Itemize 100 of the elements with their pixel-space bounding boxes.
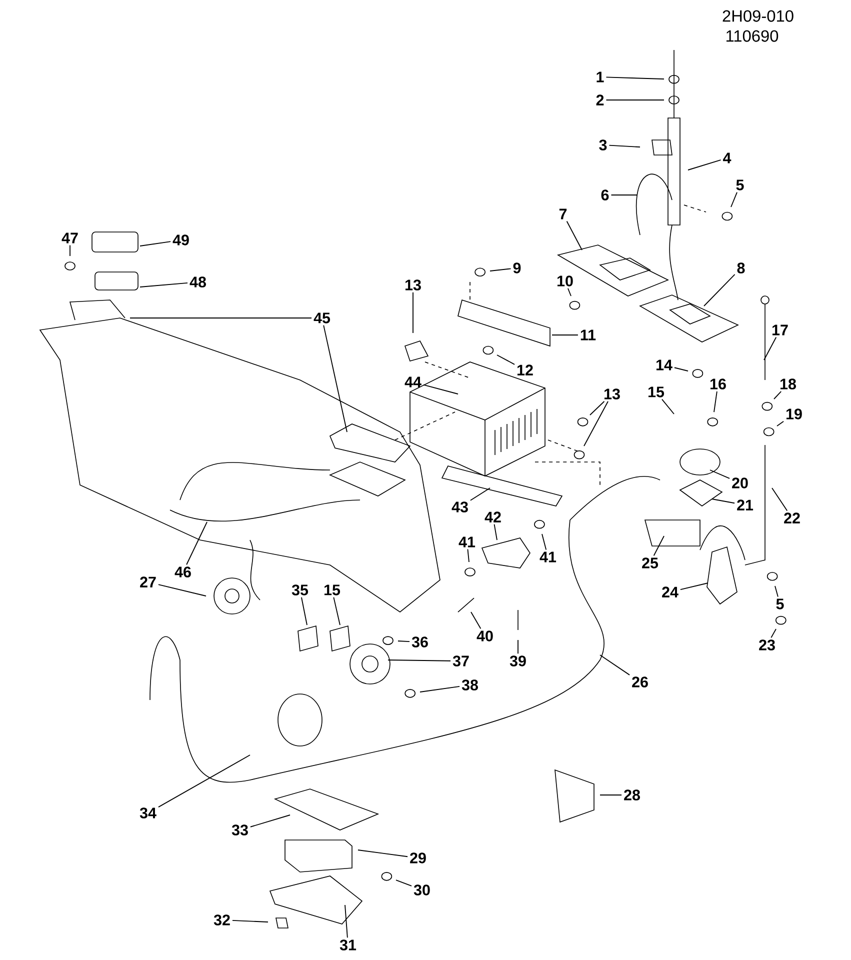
leader-line — [301, 596, 308, 626]
callout-number: 25 — [642, 558, 658, 568]
callout-number: 42 — [484, 512, 501, 522]
callout-number: 30 — [414, 884, 430, 896]
callout-number: 10 — [557, 276, 573, 286]
leader-line — [772, 488, 788, 512]
callout-number: 29 — [410, 852, 426, 864]
leader-line — [774, 390, 782, 400]
leader-line — [770, 628, 776, 638]
callout-number: 31 — [340, 940, 356, 950]
leader-line — [344, 904, 348, 938]
drawing-number: 2H09-010 — [722, 10, 794, 22]
leader-line — [140, 241, 171, 246]
callout-number: 20 — [732, 478, 748, 488]
leader-line — [680, 582, 708, 590]
callout-number: 5 — [776, 598, 784, 610]
callout-number: 28 — [624, 790, 640, 800]
leader-line — [710, 470, 730, 479]
callout-number: 13 — [405, 280, 421, 290]
callout-number: 38 — [462, 680, 478, 690]
leader-line — [494, 524, 498, 540]
leader-line — [552, 334, 578, 336]
callout-number: 43 — [452, 502, 468, 512]
callout-number: 47 — [62, 232, 78, 244]
callout-number: 15 — [324, 584, 340, 596]
leader-line — [323, 324, 348, 432]
callout-number: 9 — [513, 262, 521, 274]
callout-number: 23 — [759, 640, 775, 650]
callout-number: 13 — [604, 388, 620, 400]
callout-number: 2 — [596, 94, 604, 106]
leader-line — [398, 640, 410, 642]
leader-line — [470, 488, 490, 501]
callout-number: 21 — [737, 500, 754, 510]
callout-number: 32 — [214, 914, 230, 926]
callout-number: 6 — [601, 190, 609, 200]
leader-line — [653, 536, 664, 556]
callout-number: 49 — [172, 234, 189, 246]
callout-number: 12 — [517, 364, 533, 376]
callout-number: 11 — [580, 330, 596, 340]
callout-number: 41 — [540, 552, 556, 562]
callout-number: 37 — [452, 656, 469, 666]
leader-line — [490, 268, 512, 272]
callout-number: 15 — [648, 386, 664, 398]
leader-line — [674, 367, 688, 372]
callout-number: 17 — [772, 324, 788, 336]
leader-line — [600, 794, 622, 796]
leader-line — [358, 850, 408, 858]
leader-line — [250, 814, 290, 828]
callout-number: 24 — [662, 586, 678, 598]
leader-line — [496, 354, 515, 365]
callout-number: 39 — [510, 656, 526, 666]
leader-line — [662, 398, 674, 414]
callout-number: 26 — [632, 676, 648, 688]
callout-number: 40 — [476, 630, 493, 642]
leader-line — [333, 596, 340, 626]
callout-number: 41 — [458, 536, 476, 548]
leader-line — [776, 420, 784, 426]
callout-number: 46 — [174, 566, 191, 578]
leader-line — [396, 880, 412, 886]
callout-number: 27 — [140, 576, 156, 588]
leader-line — [542, 534, 547, 550]
leader-line — [610, 194, 638, 196]
callout-number: 34 — [140, 808, 156, 818]
callout-number: 16 — [710, 378, 726, 390]
callout-number: 5 — [736, 180, 744, 190]
callout-number: 44 — [404, 376, 422, 388]
leader-line — [420, 686, 460, 692]
leader-line — [158, 584, 206, 596]
leader-line — [730, 192, 738, 208]
leader-line — [704, 274, 736, 306]
leader-line — [712, 498, 735, 504]
leader-line — [606, 76, 664, 80]
leader-line — [688, 159, 722, 170]
leader-line — [232, 920, 268, 922]
leader-line — [467, 548, 470, 562]
callout-number: 35 — [292, 584, 308, 596]
callout-number: 7 — [559, 208, 567, 220]
leader-line — [470, 612, 482, 630]
leader-line — [608, 144, 640, 148]
callout-number: 18 — [780, 378, 796, 390]
leader-line — [186, 522, 208, 566]
callout-number: 1 — [596, 72, 604, 82]
callout-number: 48 — [190, 276, 206, 288]
callout-number: 45 — [314, 312, 330, 324]
leader-line — [764, 336, 777, 360]
leader-line — [774, 586, 778, 598]
leader-line — [584, 400, 608, 446]
leader-line — [158, 754, 250, 808]
callout-number: 14 — [656, 360, 672, 370]
callout-number: 3 — [599, 140, 607, 150]
callout-number: 36 — [412, 636, 428, 648]
leader-line — [412, 292, 414, 334]
leader-line — [140, 282, 188, 288]
drawing-number: 110690 — [726, 30, 778, 42]
leader-line — [590, 400, 605, 416]
callout-number: 8 — [737, 262, 745, 274]
callout-number: 4 — [723, 152, 732, 164]
leader-line — [423, 384, 458, 394]
leader-line — [567, 288, 572, 296]
callout-number: 22 — [784, 512, 800, 524]
